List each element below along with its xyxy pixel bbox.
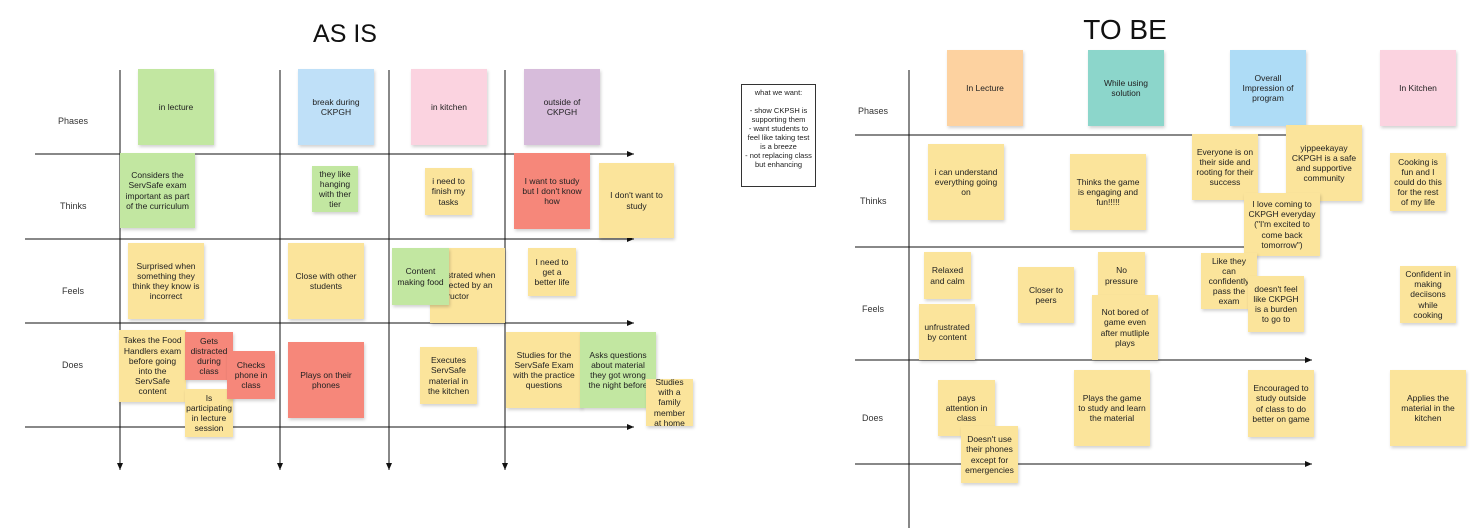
as-is-phase-outside[interactable]: outside of CKPGH <box>524 69 600 145</box>
as-is-phase-kitchen[interactable]: in kitchen <box>411 69 487 145</box>
to-be-thinks-note[interactable]: I love coming to CKPGH everyday ("I'm ex… <box>1244 193 1320 256</box>
as-is-phase-break[interactable]: break during CKPGH <box>298 69 374 145</box>
as-is-thinks-note[interactable]: they like hanging with ther tier <box>312 166 358 212</box>
to-be-row-thinks: Thinks <box>860 196 887 206</box>
to-be-does-note[interactable]: Encouraged to study outside of class to … <box>1248 370 1314 437</box>
to-be-thinks-note[interactable]: Thinks the game is engaging and fun!!!!! <box>1070 154 1146 230</box>
as-is-does-note[interactable]: Executes ServSafe material in the kitche… <box>420 347 477 404</box>
to-be-title: TO BE <box>1083 14 1167 45</box>
as-is-does-note[interactable]: Studies with a family member at home <box>646 379 693 426</box>
as-is-row-does: Does <box>62 360 84 370</box>
to-be-phase-lecture[interactable]: In Lecture <box>947 50 1023 126</box>
as-is-feels-note[interactable]: I need to get a better life <box>528 248 576 296</box>
as-is-does-note[interactable]: Is participating in lecture session <box>185 389 233 437</box>
to-be-thinks-note[interactable]: i can understand everything going on <box>928 144 1004 220</box>
as-is-row-feels: Feels <box>62 286 85 296</box>
as-is-title: AS IS <box>313 20 377 48</box>
to-be-feels-note[interactable]: Confident in making deciisons while cook… <box>1400 266 1456 323</box>
to-be-row-phases: Phases <box>858 106 889 116</box>
to-be-feels-note[interactable]: Not bored of game even after mutliple pl… <box>1092 295 1158 360</box>
to-be-feels-note[interactable]: Relaxed and calm <box>924 252 971 299</box>
as-is-feels-note[interactable]: Surprised when something they think they… <box>128 243 204 319</box>
to-be-thinks-note[interactable]: Cooking is fun and I could do this for t… <box>1390 153 1446 211</box>
as-is-does-note[interactable]: Asks questions about material they got w… <box>580 332 656 408</box>
to-be-row-feels: Feels <box>862 304 885 314</box>
to-be-phase-solution[interactable]: While using solution <box>1088 50 1164 126</box>
to-be-thinks-note[interactable]: Everyone is on their side and rooting fo… <box>1192 134 1258 200</box>
as-is-does-note[interactable]: Studies for the ServSafe Exam with the p… <box>506 332 582 408</box>
to-be-feels-note[interactable]: unfrustrated by content <box>919 304 975 360</box>
to-be-row-does: Does <box>862 413 884 423</box>
as-is-thinks-note[interactable]: Considers the ServSafe exam important as… <box>120 153 195 228</box>
to-be-does-note[interactable]: Applies the material in the kitchen <box>1390 370 1466 446</box>
what-we-want-box: what we want: - show CKPSH is supporting… <box>741 84 816 187</box>
as-is-thinks-note[interactable]: i need to finish my tasks <box>425 168 472 215</box>
as-is-thinks-note[interactable]: I want to study but I don't know how <box>514 153 590 229</box>
as-is-does-note[interactable]: Checks phone in class <box>227 351 275 399</box>
as-is-row-thinks: Thinks <box>60 201 87 211</box>
to-be-feels-note[interactable]: Like they can confidently pass the exam <box>1201 253 1257 309</box>
as-is-does-note[interactable]: Takes the Food Handlers exam before goin… <box>119 330 186 402</box>
as-is-does-note[interactable]: Plays on their phones <box>288 342 364 418</box>
as-is-thinks-note[interactable]: I don't want to study <box>599 163 674 238</box>
as-is-row-phases: Phases <box>58 116 89 126</box>
to-be-thinks-note[interactable]: yippeekayay CKPGH is a safe and supporti… <box>1286 125 1362 201</box>
as-is-phase-lecture[interactable]: in lecture <box>138 69 214 145</box>
as-is-feels-note[interactable]: Content making food <box>392 248 449 305</box>
to-be-phase-kitchen[interactable]: In Kitchen <box>1380 50 1456 126</box>
as-is-feels-note[interactable]: Close with other students <box>288 243 364 319</box>
to-be-does-note[interactable]: Doesn't use their phones except for emer… <box>961 426 1018 483</box>
to-be-feels-note[interactable]: doesn't feel like CKPGH is a burden to g… <box>1248 276 1304 332</box>
as-is-does-note[interactable]: Gets distracted during class <box>185 332 233 380</box>
to-be-does-note[interactable]: Plays the game to study and learn the ma… <box>1074 370 1150 446</box>
to-be-phase-overall[interactable]: Overall Impression of program <box>1230 50 1306 126</box>
to-be-feels-note[interactable]: Closer to peers <box>1018 267 1074 323</box>
to-be-feels-note[interactable]: No pressure <box>1098 252 1145 299</box>
